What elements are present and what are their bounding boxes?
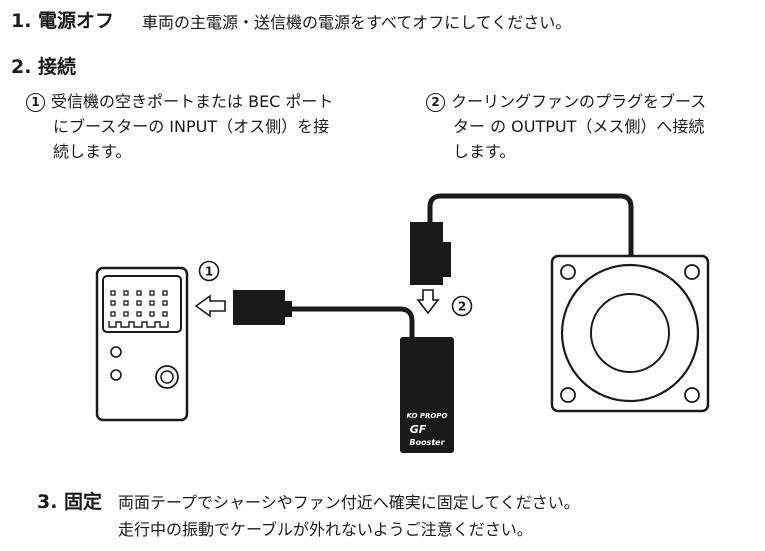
booster-brand-label: KO PROPO	[407, 412, 448, 420]
svg-text:2: 2	[458, 300, 466, 314]
section-2-heading: 2. 接続	[11, 56, 77, 78]
section-3-line-2: 走行中の振動でケーブルが外れないようご注意ください。	[118, 520, 533, 539]
step-2-number: 2	[426, 93, 445, 112]
fan-screw-hole	[684, 387, 700, 403]
booster-name-label: Booster	[409, 438, 445, 447]
section-3-text: 両面テープでシャーシやファン付近へ確実に固定してください。 走行中の振動でケーブ…	[118, 489, 580, 543]
receiver-port-pins	[110, 290, 168, 317]
receiver	[95, 266, 189, 422]
fan-screw-hole	[684, 264, 700, 280]
step-1-line-2: にブースターの INPUT（オス側）を接	[53, 117, 330, 136]
step-2-line-3: します。	[453, 142, 516, 161]
section-1-heading: 1. 電源オフ	[11, 10, 115, 32]
input-connector	[233, 290, 292, 325]
insert-arrow-left	[194, 294, 226, 318]
receiver-port-outline	[108, 321, 169, 328]
step-1-number: 1	[26, 93, 45, 112]
fan-screw-hole	[560, 264, 576, 280]
step-2-line-2: ター の OUTPUT（メス側）へ接続	[453, 117, 705, 136]
marker-1: 1	[198, 260, 220, 282]
section-3-line-1: 両面テープでシャーシやファン付近へ確実に固定してください。	[118, 493, 580, 512]
step-1-line-3: 続します。	[53, 142, 132, 161]
booster: KO PROPO GF Booster	[400, 337, 454, 453]
receiver-led	[110, 369, 122, 381]
section-3-heading: 3. 固定	[37, 491, 103, 513]
fan-cable	[427, 193, 634, 256]
section-1-text: 車両の主電源・送信機の電源をすべてオフにしてください。	[142, 13, 572, 32]
booster-mark-label: GF	[410, 423, 427, 436]
svg-text:1: 1	[205, 265, 213, 279]
fan-screw-hole	[560, 387, 576, 403]
receiver-led	[110, 346, 122, 358]
cooling-fan	[550, 254, 710, 413]
input-cable	[292, 306, 415, 342]
fan-plug	[410, 222, 451, 285]
insert-arrow-down	[416, 289, 440, 315]
marker-2: 2	[451, 295, 473, 317]
